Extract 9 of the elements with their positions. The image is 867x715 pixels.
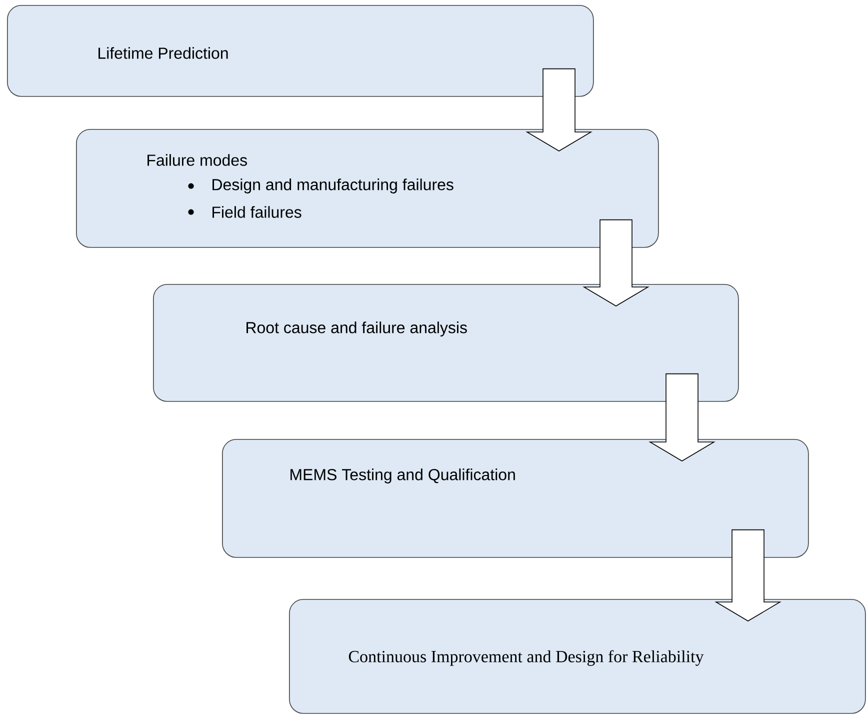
block-arrow — [648, 373, 716, 462]
block-arrow — [714, 529, 782, 622]
process-box: MEMS Testing and Qualification — [222, 439, 809, 558]
block-arrow — [526, 68, 592, 152]
process-box: Root cause and failure analysis — [153, 284, 739, 402]
process-box: Lifetime Prediction — [7, 5, 594, 97]
process-box: Continuous Improvement and Design for Reliability — [289, 599, 866, 714]
process-box: Failure modes Design and manufacturing failures Field failures — [76, 129, 659, 248]
block-arrow — [582, 219, 650, 306]
